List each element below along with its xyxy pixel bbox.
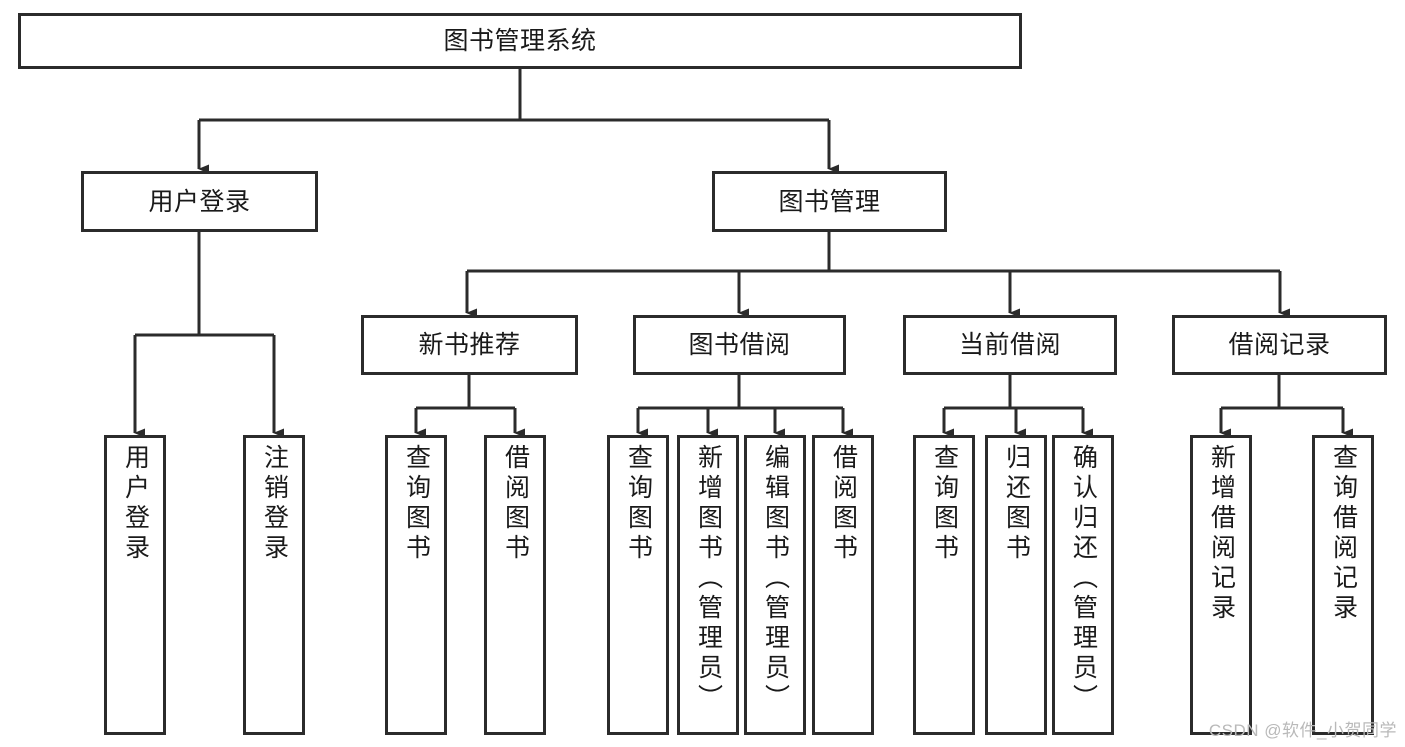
node-book-management-label: 图书管理 <box>778 187 881 216</box>
leaf-logout-login-label: 注销登录 <box>260 444 289 564</box>
leaf-query-borrow-record-label: 查询借阅记录 <box>1329 444 1358 624</box>
leaf-query-books-recommend[interactable]: 查询图书 <box>385 435 447 735</box>
node-borrow-record[interactable]: 借阅记录 <box>1172 315 1387 375</box>
leaf-user-login-label: 用户登录 <box>121 444 150 564</box>
leaf-add-borrow-record-label: 新增借阅记录 <box>1207 444 1236 624</box>
node-book-borrow-label: 图书借阅 <box>688 331 791 359</box>
leaf-query-books-borrow-label: 查询图书 <box>624 444 653 564</box>
leaf-return-books[interactable]: 归还图书 <box>985 435 1047 735</box>
leaf-query-borrow-record[interactable]: 查询借阅记录 <box>1312 435 1374 735</box>
node-current-borrow[interactable]: 当前借阅 <box>903 315 1117 375</box>
leaf-query-books-borrow[interactable]: 查询图书 <box>607 435 669 735</box>
node-book-management[interactable]: 图书管理 <box>712 171 947 232</box>
node-user-login[interactable]: 用户登录 <box>81 171 318 232</box>
leaf-add-borrow-record[interactable]: 新增借阅记录 <box>1190 435 1252 735</box>
node-root-label: 图书管理系统 <box>443 27 597 55</box>
node-user-login-label: 用户登录 <box>148 187 251 216</box>
node-new-book-recommend[interactable]: 新书推荐 <box>361 315 578 375</box>
leaf-return-books-label: 归还图书 <box>1002 444 1031 564</box>
leaf-query-books-current-label: 查询图书 <box>930 444 959 564</box>
leaf-query-books-current[interactable]: 查询图书 <box>913 435 975 735</box>
leaf-borrow-books-borrow-label: 借阅图书 <box>829 444 858 564</box>
node-root[interactable]: 图书管理系统 <box>18 13 1022 69</box>
leaf-borrow-books-recommend[interactable]: 借阅图书 <box>484 435 546 735</box>
leaf-confirm-return-admin-label: 确认归还（管理员） <box>1069 444 1098 714</box>
leaf-logout-login[interactable]: 注销登录 <box>243 435 305 735</box>
leaf-confirm-return-admin[interactable]: 确认归还（管理员） <box>1052 435 1114 735</box>
node-borrow-record-label: 借阅记录 <box>1228 331 1331 359</box>
leaf-borrow-books-recommend-label: 借阅图书 <box>501 444 530 564</box>
leaf-edit-book-admin-label: 编辑图书（管理员） <box>761 444 790 714</box>
leaf-edit-book-admin[interactable]: 编辑图书（管理员） <box>744 435 806 735</box>
node-new-book-recommend-label: 新书推荐 <box>418 331 521 359</box>
node-book-borrow[interactable]: 图书借阅 <box>633 315 846 375</box>
leaf-user-login[interactable]: 用户登录 <box>104 435 166 735</box>
watermark-text: CSDN @软件_小贺同学 <box>1208 721 1397 740</box>
leaf-borrow-books-borrow[interactable]: 借阅图书 <box>812 435 874 735</box>
node-current-borrow-label: 当前借阅 <box>958 331 1061 359</box>
leaf-add-book-admin[interactable]: 新增图书（管理员） <box>677 435 739 735</box>
leaf-add-book-admin-label: 新增图书（管理员） <box>694 444 723 714</box>
leaf-query-books-recommend-label: 查询图书 <box>402 444 431 564</box>
